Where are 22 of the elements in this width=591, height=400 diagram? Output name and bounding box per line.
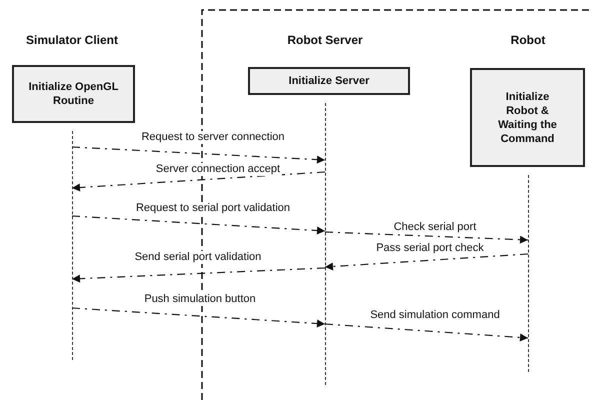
arrow: [324, 231, 528, 244]
arrow: [72, 215, 326, 235]
arrow: [72, 267, 326, 283]
lifeline: [324, 103, 326, 385]
participant-label: Robot: [510, 33, 546, 47]
arrow: [72, 146, 326, 164]
participant-label: Simulator Client: [26, 33, 118, 47]
edge-label: Push simulation button: [142, 293, 258, 306]
edge-label: Request to serial port validation: [134, 202, 292, 215]
process-box: Initialize Robot & Waiting the Command: [470, 68, 585, 167]
process-box: Initialize Server: [248, 67, 410, 95]
participant-label: Robot Server: [287, 33, 363, 47]
edge-label: Check serial port: [392, 221, 478, 234]
edge-label: Server connection accept: [154, 163, 282, 176]
process-box: Initialize OpenGL Routine: [12, 65, 135, 123]
arrow: [72, 171, 326, 192]
edge-label: Send serial port validation: [132, 251, 264, 264]
arrow: [324, 323, 528, 342]
edge-label: Pass serial port check: [374, 242, 486, 255]
arrow: [72, 307, 326, 328]
arrow: [324, 253, 528, 270]
edge-label: Request to server connection: [139, 131, 287, 144]
